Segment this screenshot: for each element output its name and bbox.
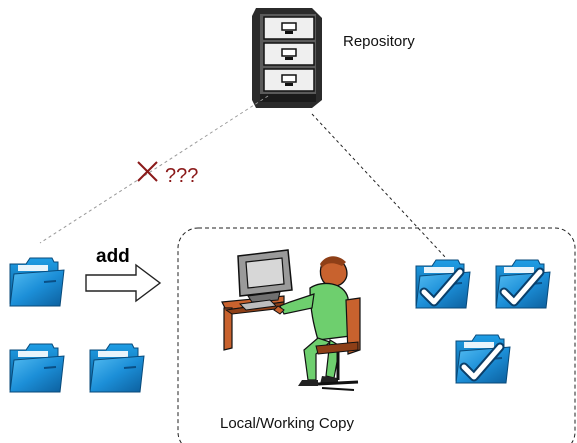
folder-check-icon bbox=[496, 260, 550, 308]
x-mark-icon bbox=[137, 161, 158, 182]
local-copy-label: Local/Working Copy bbox=[220, 415, 354, 432]
file-cabinet-icon bbox=[252, 8, 322, 108]
folder-check-icon bbox=[416, 260, 470, 308]
blocked-connection-line bbox=[39, 95, 269, 244]
add-label: add bbox=[96, 246, 130, 267]
folder-icon bbox=[9, 343, 65, 393]
folder-check-icon bbox=[456, 335, 510, 383]
folder-icon bbox=[89, 343, 145, 393]
unknown-label: ??? bbox=[165, 165, 198, 187]
tracked-connection-line bbox=[311, 113, 447, 259]
outline-arrow-icon bbox=[85, 263, 162, 303]
repository-label: Repository bbox=[343, 33, 415, 50]
folder-icon bbox=[9, 257, 65, 307]
person-computer-icon bbox=[221, 249, 361, 391]
local-copy-boundary bbox=[177, 227, 576, 443]
